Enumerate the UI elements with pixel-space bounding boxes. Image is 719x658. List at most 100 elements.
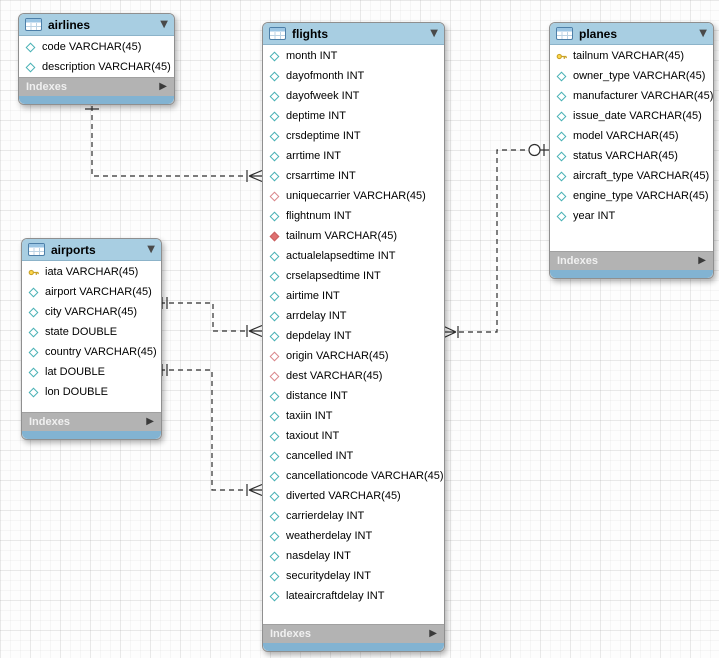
relationship-airlines-flights[interactable] xyxy=(85,97,263,183)
column-row-uniquecarrier[interactable]: uniquecarrier VARCHAR(45) xyxy=(263,186,444,206)
spacer xyxy=(22,402,161,412)
table-header[interactable]: planes ▼ xyxy=(550,23,713,45)
relationship-airports-flights-1[interactable] xyxy=(160,297,263,338)
column-row-engine_type[interactable]: engine_type VARCHAR(45) xyxy=(550,186,713,206)
column-row-crsdeptime[interactable]: crsdeptime INT xyxy=(263,126,444,146)
column-row-dayofmonth[interactable]: dayofmonth INT xyxy=(263,66,444,86)
column-icon xyxy=(269,511,280,522)
column-label: owner_type VARCHAR(45) xyxy=(573,70,706,82)
column-row-code[interactable]: code VARCHAR(45) xyxy=(19,37,174,57)
column-row-status[interactable]: status VARCHAR(45) xyxy=(550,146,713,166)
column-row-crselapsedtime[interactable]: crselapsedtime INT xyxy=(263,266,444,286)
column-row-tailnum[interactable]: tailnum VARCHAR(45) xyxy=(263,226,444,246)
column-row-origin[interactable]: origin VARCHAR(45) xyxy=(263,346,444,366)
column-row-owner_type[interactable]: owner_type VARCHAR(45) xyxy=(550,66,713,86)
column-row-lat[interactable]: lat DOUBLE xyxy=(22,362,161,382)
column-icon xyxy=(269,171,280,182)
column-row-month[interactable]: month INT xyxy=(263,46,444,66)
column-row-securitydelay[interactable]: securitydelay INT xyxy=(263,566,444,586)
column-label: month INT xyxy=(286,50,338,62)
chevron-down-icon[interactable]: ▼ xyxy=(147,243,155,255)
column-row-flightnum[interactable]: flightnum INT xyxy=(263,206,444,226)
chevron-down-icon[interactable]: ▼ xyxy=(160,18,168,30)
expand-arrow-icon[interactable]: ▶ xyxy=(159,81,167,92)
column-row-model[interactable]: model VARCHAR(45) xyxy=(550,126,713,146)
column-label: state DOUBLE xyxy=(45,326,118,338)
table-title: planes xyxy=(579,26,618,41)
column-row-manufacturer[interactable]: manufacturer VARCHAR(45) xyxy=(550,86,713,106)
column-list: code VARCHAR(45)description VARCHAR(45) xyxy=(19,36,174,77)
column-label: taxiin INT xyxy=(286,410,333,422)
column-row-nasdelay[interactable]: nasdelay INT xyxy=(263,546,444,566)
indexes-bar[interactable]: Indexes ▶ xyxy=(263,624,444,643)
column-row-deptime[interactable]: deptime INT xyxy=(263,106,444,126)
column-row-dest[interactable]: dest VARCHAR(45) xyxy=(263,366,444,386)
column-row-country[interactable]: country VARCHAR(45) xyxy=(22,342,161,362)
column-label: distance INT xyxy=(286,390,348,402)
column-row-cancelled[interactable]: cancelled INT xyxy=(263,446,444,466)
column-row-description[interactable]: description VARCHAR(45) xyxy=(19,57,174,77)
table-header[interactable]: airports ▼ xyxy=(22,239,161,261)
column-icon xyxy=(269,391,280,402)
column-label: diverted VARCHAR(45) xyxy=(286,490,401,502)
column-label: lat DOUBLE xyxy=(45,366,105,378)
relationship-airports-flights-2[interactable] xyxy=(160,364,263,497)
expand-arrow-icon[interactable]: ▶ xyxy=(429,628,437,639)
column-icon xyxy=(269,571,280,582)
column-row-issue_date[interactable]: issue_date VARCHAR(45) xyxy=(550,106,713,126)
column-row-diverted[interactable]: diverted VARCHAR(45) xyxy=(263,486,444,506)
table-header[interactable]: airlines ▼ xyxy=(19,14,174,36)
foreign-key-icon xyxy=(269,371,280,382)
column-row-tailnum[interactable]: tailnum VARCHAR(45) xyxy=(550,46,713,66)
column-label: year INT xyxy=(573,210,616,222)
column-label: iata VARCHAR(45) xyxy=(45,266,139,278)
expand-arrow-icon[interactable]: ▶ xyxy=(146,416,154,427)
chevron-down-icon[interactable]: ▼ xyxy=(430,27,438,39)
column-label: model VARCHAR(45) xyxy=(573,130,679,142)
primary-key-icon xyxy=(556,51,567,62)
column-label: status VARCHAR(45) xyxy=(573,150,678,162)
column-label: dest VARCHAR(45) xyxy=(286,370,383,382)
column-row-city[interactable]: city VARCHAR(45) xyxy=(22,302,161,322)
column-row-airtime[interactable]: airtime INT xyxy=(263,286,444,306)
column-icon xyxy=(269,291,280,302)
table-header[interactable]: flights ▼ xyxy=(263,23,444,45)
column-icon xyxy=(25,62,36,73)
column-row-cancellationcode[interactable]: cancellationcode VARCHAR(45) xyxy=(263,466,444,486)
column-label: city VARCHAR(45) xyxy=(45,306,138,318)
column-row-lon[interactable]: lon DOUBLE xyxy=(22,382,161,402)
column-row-airport[interactable]: airport VARCHAR(45) xyxy=(22,282,161,302)
column-row-year[interactable]: year INT xyxy=(550,206,713,226)
column-row-dayofweek[interactable]: dayofweek INT xyxy=(263,86,444,106)
table-airports[interactable]: airports ▼ iata VARCHAR(45) airport VARCH… xyxy=(21,238,162,440)
column-row-state[interactable]: state DOUBLE xyxy=(22,322,161,342)
column-row-weatherdelay[interactable]: weatherdelay INT xyxy=(263,526,444,546)
column-row-actualelapsedtime[interactable]: actualelapsedtime INT xyxy=(263,246,444,266)
column-label: aircraft_type VARCHAR(45) xyxy=(573,170,710,182)
relationship-planes-flights[interactable] xyxy=(442,143,549,339)
column-row-aircraft_type[interactable]: aircraft_type VARCHAR(45) xyxy=(550,166,713,186)
table-airlines[interactable]: airlines ▼ code VARCHAR(45)description V… xyxy=(18,13,175,105)
table-footer xyxy=(19,96,174,104)
column-row-taxiin[interactable]: taxiin INT xyxy=(263,406,444,426)
indexes-bar[interactable]: Indexes ▶ xyxy=(550,251,713,270)
column-row-carrierdelay[interactable]: carrierdelay INT xyxy=(263,506,444,526)
expand-arrow-icon[interactable]: ▶ xyxy=(698,255,706,266)
column-row-distance[interactable]: distance INT xyxy=(263,386,444,406)
indexes-bar[interactable]: Indexes ▶ xyxy=(22,412,161,431)
column-row-lateaircraftdelay[interactable]: lateaircraftdelay INT xyxy=(263,586,444,606)
column-row-taxiout[interactable]: taxiout INT xyxy=(263,426,444,446)
chevron-down-icon[interactable]: ▼ xyxy=(699,27,707,39)
indexes-bar[interactable]: Indexes ▶ xyxy=(19,77,174,96)
column-row-arrdelay[interactable]: arrdelay INT xyxy=(263,306,444,326)
column-row-iata[interactable]: iata VARCHAR(45) xyxy=(22,262,161,282)
column-label: issue_date VARCHAR(45) xyxy=(573,110,702,122)
column-row-crsarrtime[interactable]: crsarrtime INT xyxy=(263,166,444,186)
spacer xyxy=(263,606,444,624)
table-footer xyxy=(263,643,444,651)
column-row-depdelay[interactable]: depdelay INT xyxy=(263,326,444,346)
column-row-arrtime[interactable]: arrtime INT xyxy=(263,146,444,166)
table-planes[interactable]: planes ▼ tailnum VARCHAR(45) owner_type V… xyxy=(549,22,714,279)
